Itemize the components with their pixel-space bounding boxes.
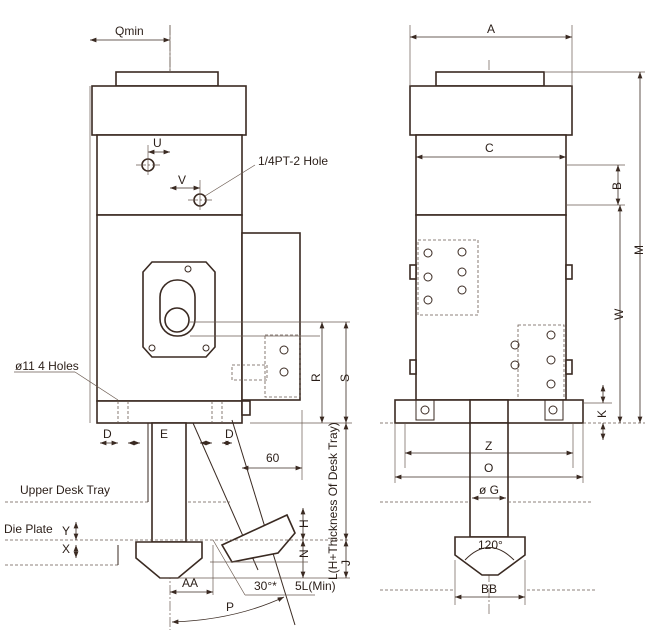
dim-x: X [62, 542, 70, 556]
angle-120: 120° [478, 538, 503, 552]
dim-y: Y [62, 524, 70, 538]
motor-top-block-front [409, 85, 573, 136]
mount-holes-note: ø11 4 Holes [15, 359, 79, 373]
base-plate [96, 400, 243, 424]
front-view: A C B M W K Z O ø G 120° BB [380, 22, 646, 615]
suction-foot [135, 541, 203, 579]
dim-aa: AA [182, 576, 198, 590]
dim-d-right: D [225, 427, 234, 441]
suction-pipe-front [469, 422, 509, 538]
dim-n: N [297, 549, 311, 558]
terminal-box [241, 232, 301, 401]
top-cap-front [435, 71, 545, 87]
dim-k: K [595, 410, 609, 418]
side-view: Qmin U V 1/4PT-2 Hole ø11 4 Holes D E D … [4, 24, 353, 630]
dim-a: A [487, 22, 495, 36]
angle-30: 30°* [254, 579, 277, 593]
top-cap [115, 71, 219, 87]
pump-body-front [415, 214, 567, 401]
suction-foot-front [454, 536, 526, 576]
dim-bb: BB [481, 582, 497, 596]
hole-note: 1/4PT-2 Hole [258, 154, 328, 168]
dim-60: 60 [266, 451, 280, 465]
dim-o: O [484, 461, 493, 475]
tilted-foot [220, 513, 296, 563]
motor-body [96, 134, 243, 216]
dim-r: R [309, 373, 323, 382]
upper-desk-tray-label: Upper Desk Tray [20, 483, 110, 497]
dim-h: H [297, 519, 311, 528]
min-note: 5L(Min) [295, 579, 336, 593]
dim-c: C [485, 141, 494, 155]
dim-g: ø G [479, 483, 499, 497]
motor-top-block [91, 85, 247, 136]
dim-s: S [338, 374, 352, 382]
dim-z: Z [485, 439, 492, 453]
dim-w: W [612, 308, 626, 320]
dim-p: P [226, 600, 234, 614]
dim-e: E [160, 427, 168, 441]
dim-m: M [632, 245, 646, 255]
motor-body-front [415, 134, 567, 216]
dim-l: L(H+Thickness Of Desk Tray) [326, 422, 340, 580]
dim-b: B [610, 182, 624, 190]
dim-j: J [339, 560, 353, 566]
dim-v: V [178, 173, 186, 187]
dim-d-left: D [103, 427, 112, 441]
dim-u: U [153, 136, 162, 150]
suction-pipe [151, 422, 187, 543]
die-plate-label: Die Plate [4, 522, 53, 536]
dim-qmin: Qmin [115, 24, 144, 38]
